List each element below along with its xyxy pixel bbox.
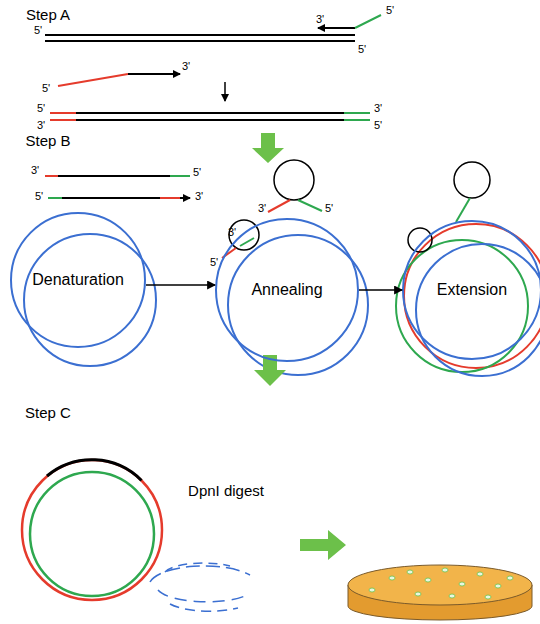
digested-fragment — [165, 563, 230, 572]
colony — [389, 576, 395, 580]
insert-segment — [47, 460, 142, 481]
plasmid-circle — [403, 221, 540, 359]
strand-end-label: 5' — [42, 82, 50, 94]
product-plasmid — [22, 460, 162, 600]
colony — [415, 592, 421, 596]
dna-strand — [45, 40, 355, 42]
insert-end — [45, 175, 58, 177]
strand-end-label: 3' — [316, 13, 324, 25]
insert-end — [50, 112, 76, 114]
primer-overhang — [240, 238, 254, 246]
flow-arrow — [252, 133, 284, 163]
insert-loop — [454, 162, 490, 198]
colony — [495, 584, 501, 588]
colony — [442, 568, 448, 572]
colony — [407, 570, 413, 574]
colony — [369, 588, 375, 592]
primer-overhang — [456, 198, 470, 222]
plasmid-circle — [416, 244, 540, 376]
strand-end-label: 3' — [37, 119, 45, 131]
insert-end — [170, 175, 190, 177]
strand-end-label: 5' — [358, 43, 366, 55]
dna-strand — [45, 34, 355, 36]
strand-end-label: 5' — [374, 119, 382, 131]
insert-end — [50, 119, 76, 121]
insert-end — [160, 197, 180, 199]
strand-end-label: 5' — [386, 4, 394, 16]
plasmid-node: Denaturation — [10, 212, 146, 348]
insert-end — [48, 197, 62, 199]
step-name: Extension — [437, 281, 507, 299]
strand-end-label: 3' — [182, 60, 190, 72]
digested-fragment — [158, 590, 245, 602]
dna-strand — [50, 112, 370, 114]
strand-end-label: 5' — [34, 24, 42, 36]
digested-fragment — [150, 566, 250, 582]
dna-strand — [45, 175, 190, 177]
strand-end-label: 5' — [210, 256, 218, 268]
primer-overhang — [268, 200, 290, 212]
step-label: Step C — [25, 404, 71, 421]
strand-end-label: 5' — [325, 202, 333, 214]
dna-strand — [50, 119, 370, 121]
strand-end-label: 3' — [195, 190, 203, 202]
primer-overhang — [58, 74, 128, 86]
primer — [318, 27, 355, 29]
strand-end-label: 3' — [31, 164, 39, 176]
digested-fragment — [170, 604, 238, 611]
primer-overhang — [355, 15, 381, 28]
plasmid-circle — [216, 219, 358, 361]
primer-overhang — [298, 200, 322, 211]
strand-end-label: 3' — [374, 102, 382, 114]
insert-loop — [408, 228, 432, 252]
colony — [449, 594, 455, 598]
colonies — [369, 568, 513, 599]
step-arrow — [224, 82, 226, 101]
step-label: Step A — [26, 6, 70, 23]
plasmid-node: Annealing — [215, 218, 359, 362]
enzyme-label: DpnI digest — [188, 482, 264, 499]
strand-end-label: 5' — [35, 190, 43, 202]
strand-end-label: 5' — [37, 102, 45, 114]
colony — [485, 595, 491, 599]
colony — [459, 582, 465, 586]
step-label: Step B — [25, 132, 70, 149]
strand-end-label: 3' — [228, 226, 236, 238]
product-plasmid — [30, 472, 154, 596]
step-name: Denaturation — [32, 271, 124, 289]
primer — [128, 73, 180, 75]
step-arrow — [359, 289, 402, 291]
insert-end — [344, 112, 370, 114]
insert-end — [344, 119, 370, 121]
colony — [477, 572, 483, 576]
strand-end-label: 3' — [258, 202, 266, 214]
step-name: Annealing — [251, 281, 322, 299]
colony — [507, 576, 513, 580]
flow-arrow — [300, 530, 346, 560]
plasmid-circle — [11, 213, 145, 347]
plasmid-node: Extension — [402, 220, 540, 360]
plasmid-circle — [228, 235, 368, 375]
petri-dish — [348, 565, 532, 605]
colony — [425, 578, 431, 582]
strand-end-label: 5' — [193, 166, 201, 178]
step-arrow — [146, 284, 215, 286]
insert-loop — [274, 160, 314, 200]
dna-strand — [48, 197, 190, 199]
